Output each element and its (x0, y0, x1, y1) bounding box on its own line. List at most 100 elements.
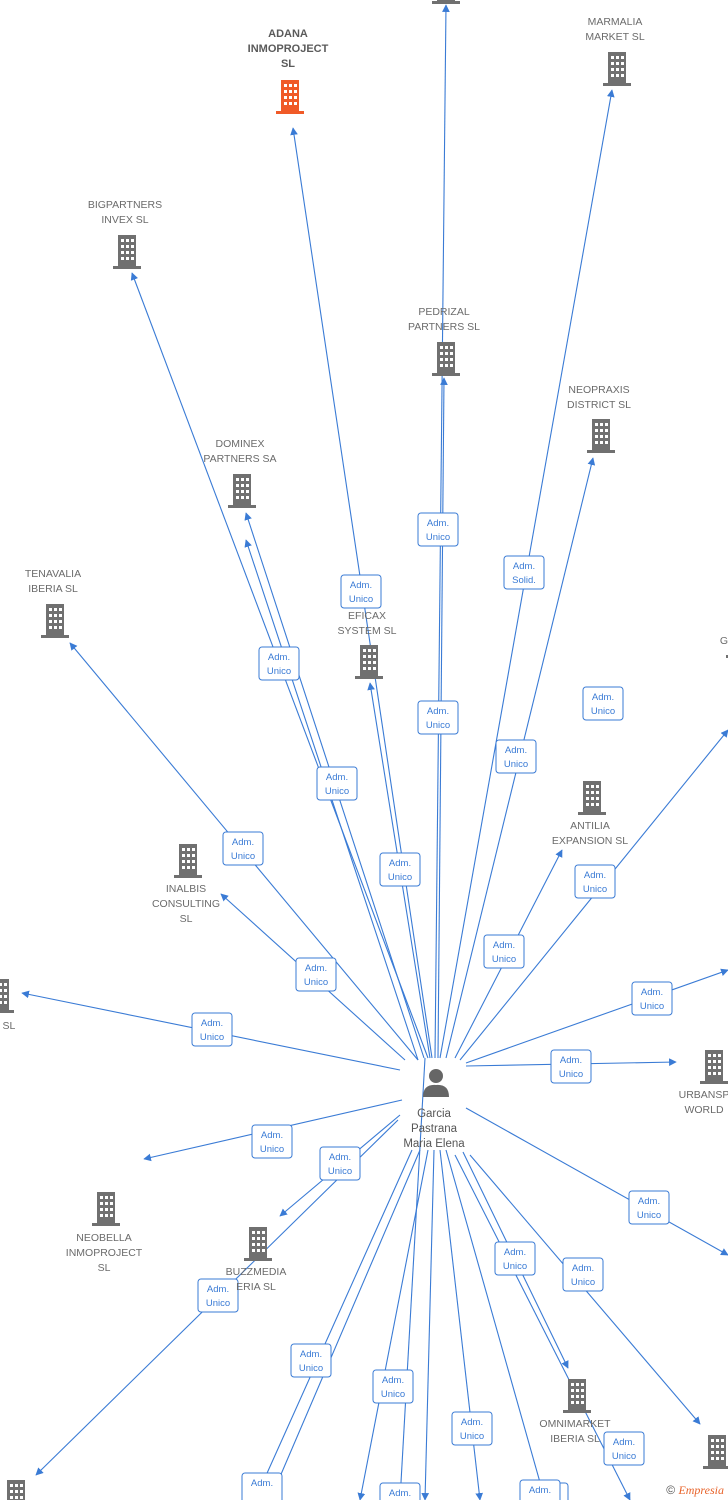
role-badge[interactable]: Adm.Unico (295, 957, 337, 992)
role-type: Unico (267, 666, 291, 677)
role-badge[interactable]: Adm.Unico (379, 1482, 421, 1500)
role-badge[interactable]: Adm.Solid. (503, 555, 545, 590)
company-node-leftcut[interactable]: S SL (0, 979, 16, 1032)
role-badge[interactable]: Adm.Unico (191, 1012, 233, 1047)
role-badge[interactable]: Adm. (241, 1472, 283, 1500)
building-icon (41, 604, 69, 638)
roles-layer: Adm.UnicoAdm.UnicoAdm.Solid.Adm.UnicoAdm… (191, 512, 673, 1500)
role-type: Unico (388, 872, 412, 883)
role-title: Adm. (505, 745, 527, 756)
role-badge[interactable]: Adm.Unico (290, 1343, 332, 1378)
company-name-line: INMOPROJECT (66, 1247, 143, 1259)
company-name-line: MARMALIA (588, 16, 643, 28)
role-title: Adm. (592, 692, 614, 703)
role-badge[interactable]: Adm.Unico (417, 512, 459, 547)
relationship-edge (269, 1149, 421, 1500)
role-type: Unico (231, 851, 255, 862)
company-name-line: OMNIMARKET (539, 1418, 611, 1430)
role-title: Adm. (613, 1437, 635, 1448)
role-badge[interactable]: Adm.Unico (340, 574, 382, 609)
company-name-line: URBANSP (679, 1089, 728, 1101)
role-badge[interactable]: Adm.Unico (316, 766, 358, 801)
role-badge[interactable]: Adm.Unico (495, 739, 537, 774)
role-badge[interactable]: Adm.Unico (319, 1146, 361, 1181)
building-icon (174, 844, 202, 878)
role-badge[interactable]: Adm.Unico (574, 864, 616, 899)
role-title: Adm. (305, 963, 327, 974)
company-node-bottomright[interactable] (703, 1435, 728, 1469)
role-title: Adm. (268, 652, 290, 663)
person-name-line: Pastrana (411, 1123, 458, 1135)
role-type: Unico (299, 1363, 323, 1374)
company-node-bottomleft[interactable] (2, 1480, 30, 1500)
role-title: Adm. (427, 706, 449, 717)
company-name-line: G (720, 635, 728, 647)
building-icon (603, 52, 631, 86)
role-badge[interactable]: Adm.Unico (550, 1049, 592, 1084)
relationship-edge (454, 1154, 631, 1500)
role-title: Adm. (461, 1417, 483, 1428)
role-type: Unico (571, 1277, 595, 1288)
role-badge[interactable]: Adm.Unico (483, 934, 525, 969)
building-icon (244, 1227, 272, 1261)
role-title: Adm. (513, 561, 535, 572)
building-icon (563, 1379, 591, 1413)
role-type: Unico (637, 1210, 661, 1221)
role-badge[interactable]: Adm.Unico (197, 1278, 239, 1313)
role-badge[interactable]: Adm.Unico (603, 1431, 645, 1466)
role-badge[interactable]: Adm.Unico (251, 1124, 293, 1159)
role-badge[interactable]: Adm.Unico (628, 1190, 670, 1225)
role-title: Adm. (560, 1055, 582, 1066)
role-badge[interactable]: Adm.Unico (372, 1369, 414, 1404)
role-title: Adm. (504, 1247, 526, 1258)
role-badge[interactable]: Adm.Unico (562, 1257, 604, 1292)
company-name-line: ERIA SL (236, 1281, 276, 1293)
relationship-edge (439, 1149, 484, 1500)
role-badge[interactable]: Adm. Unico (258, 646, 300, 681)
company-name-line: S SL (0, 1020, 16, 1032)
edges-layer (21, 4, 728, 1500)
company-name-line: DISTRICT SL (567, 399, 631, 411)
relationship-edge (254, 1149, 413, 1500)
role-badge[interactable]: Adm. (519, 1479, 561, 1500)
company-node-topcut[interactable] (432, 0, 460, 4)
role-badge[interactable]: Adm.Unico (582, 686, 624, 721)
role-badge[interactable]: Adm.Unico (379, 852, 421, 887)
company-name-line: SL (98, 1262, 111, 1274)
role-title: Adm. (350, 580, 372, 591)
person-icon (423, 1069, 449, 1097)
company-name-line: TENAVALIA (25, 568, 81, 580)
role-title: Adm. (493, 940, 515, 951)
building-icon (355, 645, 383, 679)
brand-name[interactable]: Empresia (678, 1483, 724, 1497)
role-badge[interactable]: Adm.Unico (222, 831, 264, 866)
company-name-line: PARTNERS SA (203, 453, 276, 465)
role-badge[interactable]: Adm.Unico (494, 1241, 536, 1276)
company-node-rightg[interactable]: G (720, 624, 728, 658)
building-icon (92, 1192, 120, 1226)
role-badge[interactable]: Adm.Unico (417, 700, 459, 735)
role-title: Adm. (326, 772, 348, 783)
role-badge[interactable]: Adm.Unico (451, 1411, 493, 1446)
person-name-line: Garcia (417, 1108, 451, 1120)
role-badge[interactable]: Adm.Unico (631, 981, 673, 1016)
company-name-line: ANTILIA (570, 820, 610, 832)
role-type: Unico (640, 1001, 664, 1012)
role-title: Adm. (207, 1284, 229, 1295)
role-type: Unico (381, 1389, 405, 1400)
